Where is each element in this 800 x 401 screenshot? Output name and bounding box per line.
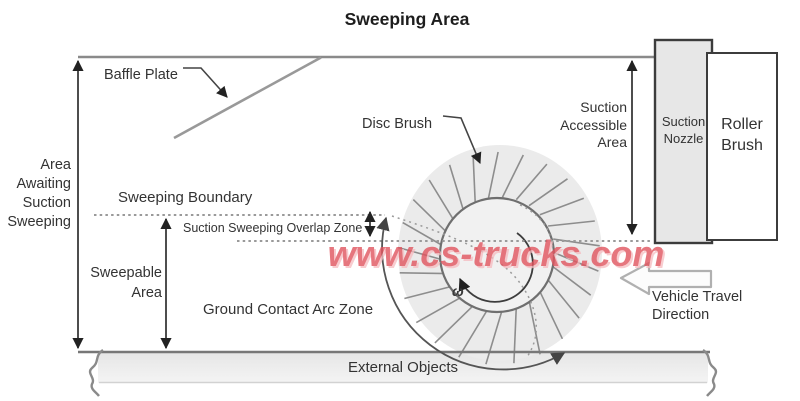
label-ground-contact-arc-zone: Ground Contact Arc Zone xyxy=(203,301,374,318)
suction-nozzle-box xyxy=(653,38,714,245)
bristle-line xyxy=(487,151,499,199)
bristle-line xyxy=(515,163,548,201)
roller-brush-box xyxy=(706,52,778,241)
label-area-awaiting-suction-sweeping: Area Awaiting Suction Sweeping xyxy=(7,157,71,230)
bristle-line xyxy=(448,164,465,211)
disc-brush-leader xyxy=(442,115,482,165)
label-sweepable-area: Sweepable Area xyxy=(90,265,162,301)
label-baffle-plate: Baffle Plate xyxy=(104,67,178,83)
label-external-objects: External Objects xyxy=(347,359,459,376)
bristle-line xyxy=(539,197,585,216)
label-sweeping-boundary: Sweeping Boundary xyxy=(118,189,253,206)
label-vehicle-travel-direction: Vehicle Travel Direction xyxy=(652,289,743,323)
break-squiggle-left xyxy=(88,349,104,397)
bristle-line xyxy=(528,178,568,207)
label-disc-brush: Disc Brush xyxy=(362,116,433,132)
dimension-arrows xyxy=(72,59,638,350)
omega-symbol: ω xyxy=(452,283,464,299)
ground-contact-arc xyxy=(376,216,566,371)
baffle-plate-line xyxy=(173,56,322,140)
label-roller-brush: Roller Brush xyxy=(721,116,763,154)
break-squiggle-right xyxy=(702,349,718,397)
label-suction-accessible-area: Suction Accessible Area xyxy=(560,99,627,150)
bristle-line xyxy=(428,179,455,221)
baffle-plate-leader xyxy=(183,67,228,98)
label-suction-sweeping-overlap-zone: Suction Sweeping Overlap Zone xyxy=(183,221,363,235)
watermark: www.cs-trucks.com xyxy=(327,233,665,274)
vehicle-direction-arrow-icon xyxy=(619,261,713,296)
bristle-line xyxy=(501,154,525,198)
page-title: Sweeping Area xyxy=(344,9,470,29)
label-suction-nozzle: Suction Nozzle xyxy=(661,114,706,146)
